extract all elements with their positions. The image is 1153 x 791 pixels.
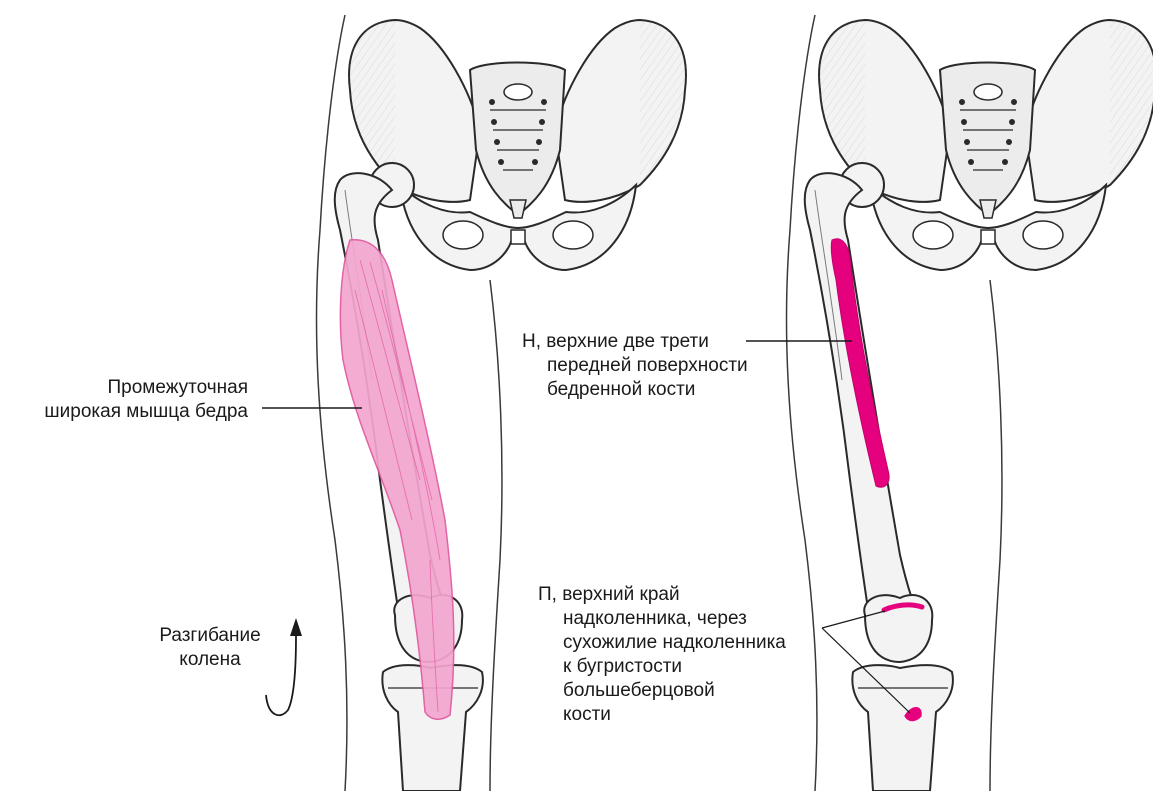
right-figure bbox=[786, 15, 1153, 791]
extension-arrow-head bbox=[290, 618, 302, 636]
origin-label: Н, верхние две трети передней поверхност… bbox=[522, 330, 792, 402]
body-outline-left bbox=[316, 15, 346, 791]
pelvis-right bbox=[819, 20, 1153, 270]
pelvis-left bbox=[349, 20, 686, 270]
muscle-name-label: Промежуточная широкая мышца бедра bbox=[0, 376, 248, 424]
body-outline-left-inner bbox=[490, 280, 502, 791]
extension-arrow bbox=[266, 636, 296, 715]
insertion-label: П, верхний край надколенника, через сухо… bbox=[538, 583, 838, 727]
body-outline-right-inner bbox=[990, 280, 1002, 791]
vastus-intermedius-muscle bbox=[340, 240, 453, 719]
knee-extension-label: Разгибание колена bbox=[150, 624, 270, 672]
